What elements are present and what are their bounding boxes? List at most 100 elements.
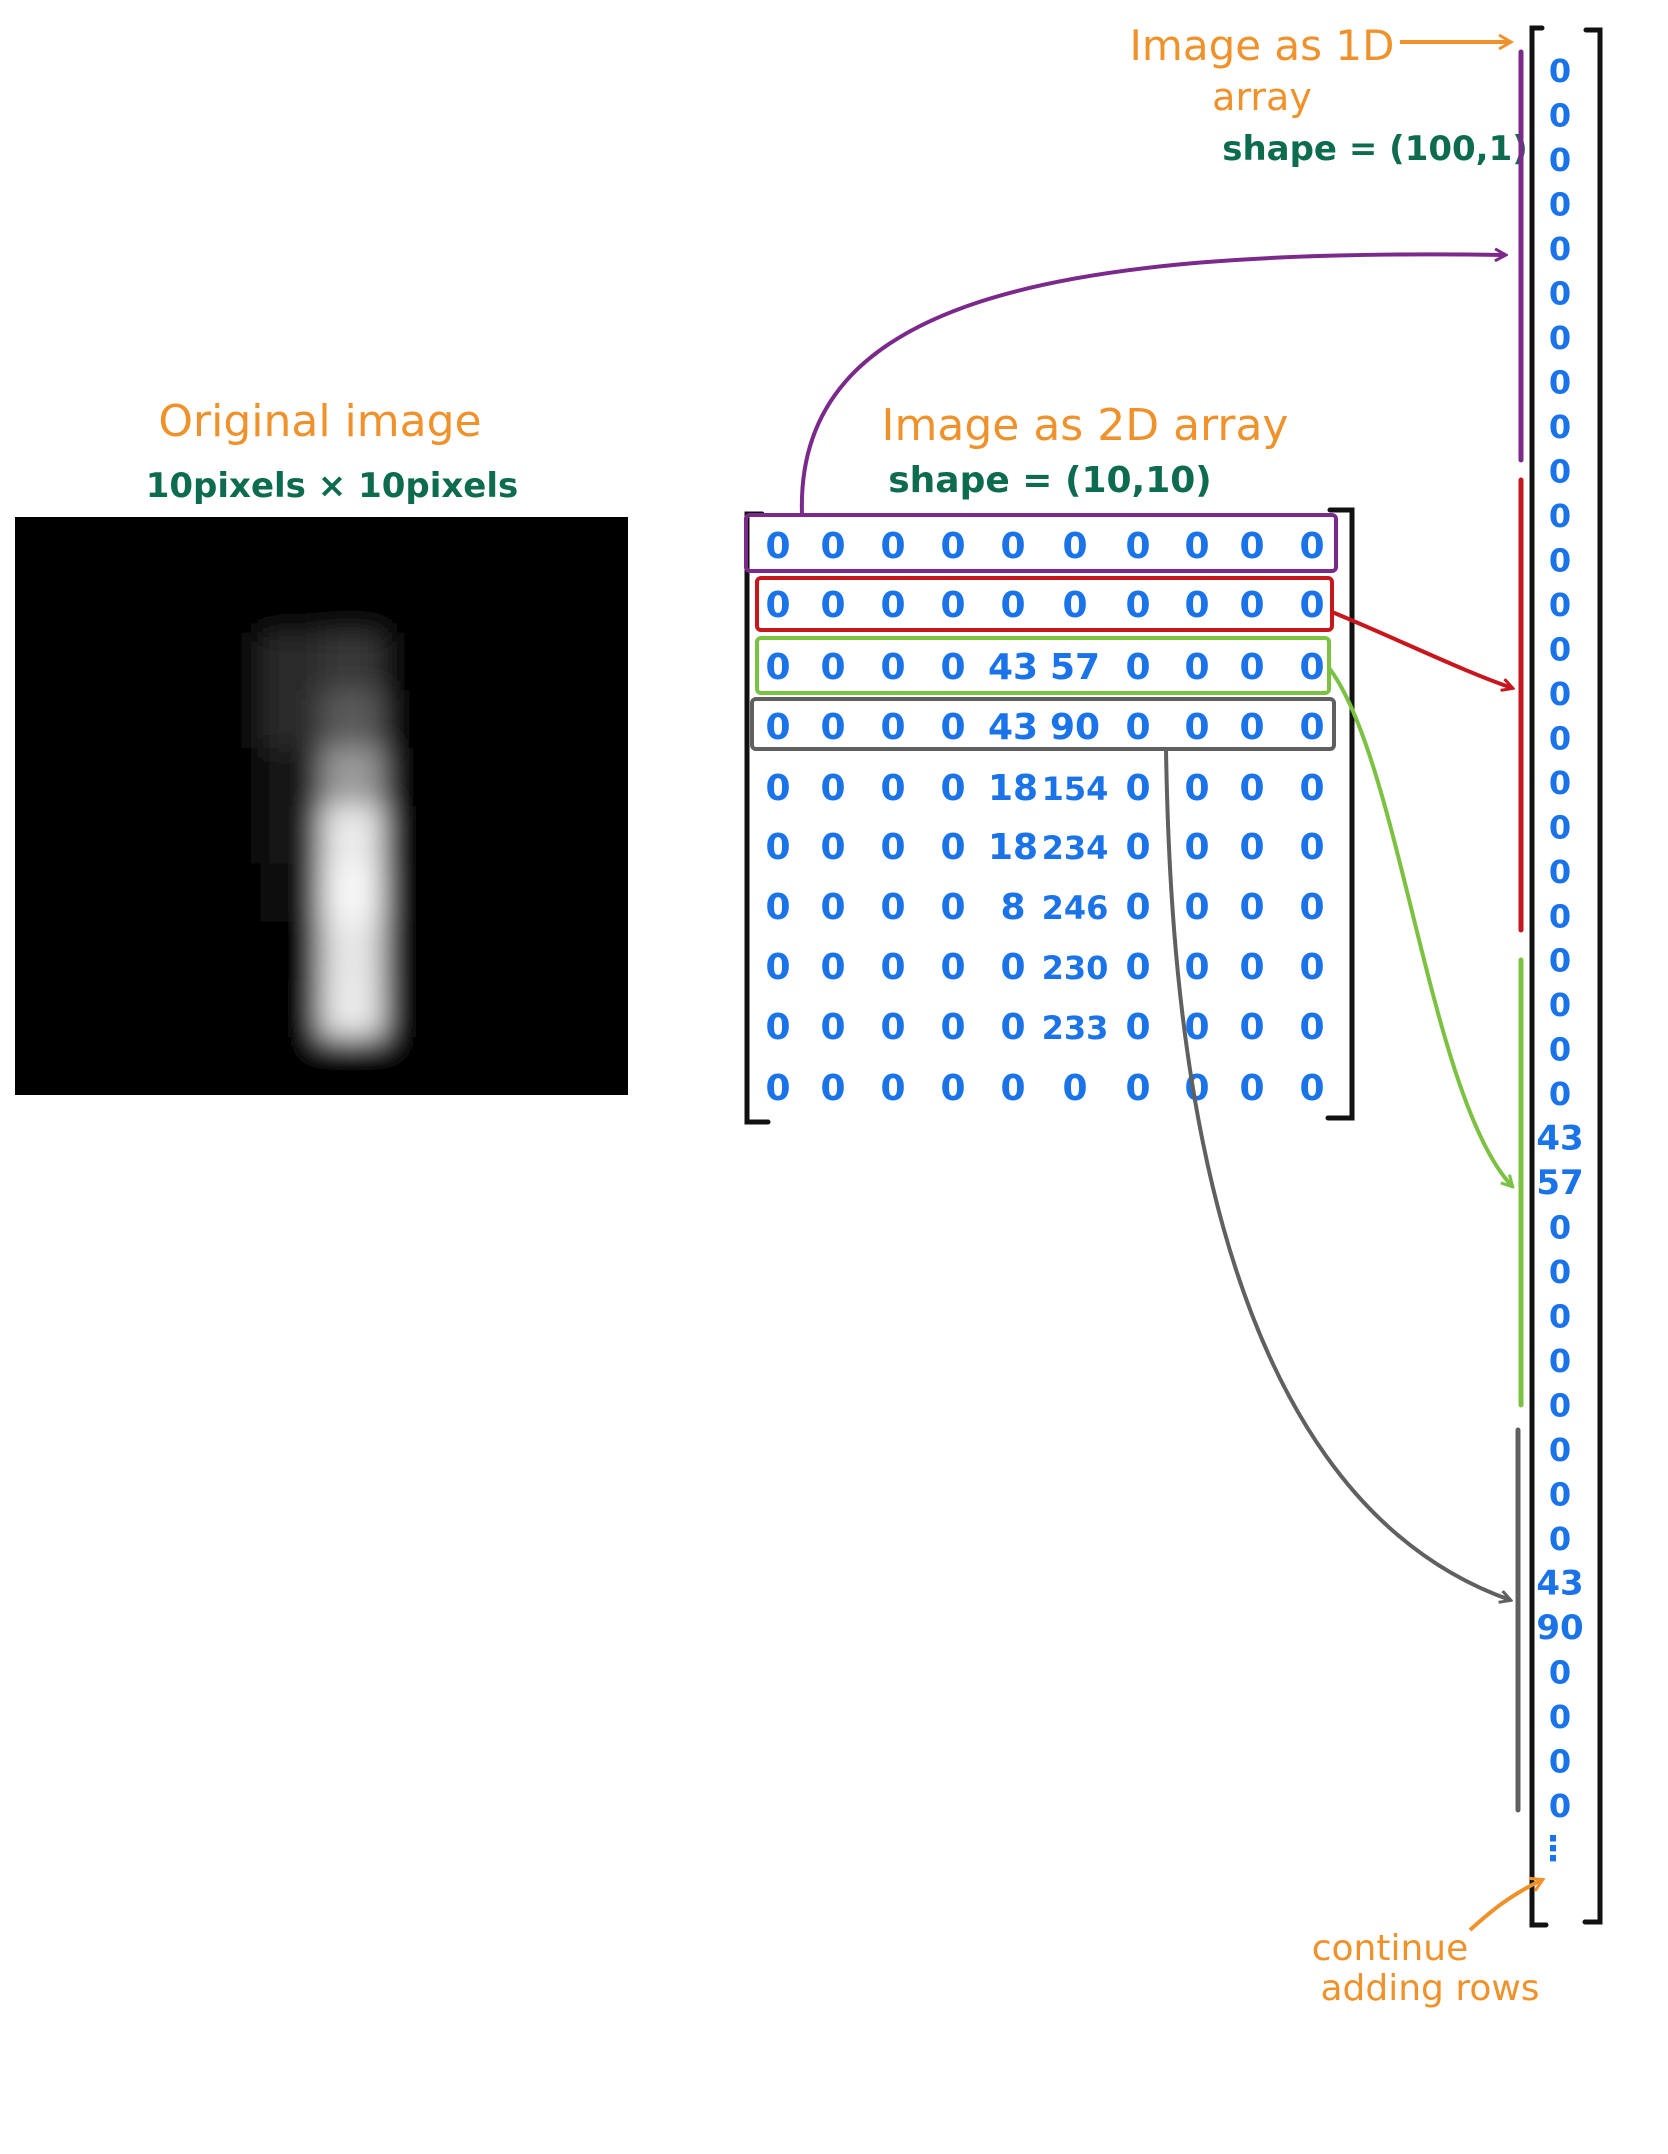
array1d-cell-34: 43 — [1536, 1564, 1583, 1604]
pixel-7-3 — [198, 921, 261, 980]
array2d-cell-5-4: 18 — [988, 827, 1038, 868]
array1d-cell-13: 0 — [1549, 630, 1571, 668]
array2d-cell-0-1: 0 — [820, 526, 845, 567]
array2d-cell-1-5: 0 — [1062, 585, 1087, 626]
array2d-cell-6-0: 0 — [765, 887, 790, 928]
continue-note-line2: adding rows — [1320, 1968, 1539, 2009]
array2d-cell-1-8: 0 — [1239, 585, 1264, 626]
array2d-cell-5-7: 0 — [1184, 827, 1209, 868]
array2d-cell-7-3: 0 — [940, 947, 965, 988]
array2d-cell-3-1: 0 — [820, 707, 845, 748]
array1d-cell-1: 0 — [1549, 97, 1571, 135]
array2d-cell-9-2: 0 — [880, 1068, 905, 1109]
array2d-cell-0-0: 0 — [765, 526, 790, 567]
pixel-5-3 — [198, 806, 261, 865]
array2d-cell-1-3: 0 — [940, 585, 965, 626]
array2d-cell-3-8: 0 — [1239, 707, 1264, 748]
pixel-6-5 — [321, 863, 384, 923]
array2d-bracket-right — [1325, 507, 1355, 1121]
array2d-cell-0-5: 0 — [1062, 526, 1087, 567]
pixel-6-1 — [76, 863, 139, 923]
pixel-1-4 — [260, 574, 322, 634]
pixel-0-1 — [76, 517, 139, 576]
original-image — [15, 517, 628, 1095]
pixel-3-2 — [137, 690, 200, 749]
array2d-cell-8-6: 0 — [1125, 1007, 1150, 1048]
array2d-cell-7-5: 230 — [1042, 949, 1109, 987]
array1d-cell-5: 0 — [1549, 274, 1571, 312]
array2d-cell-8-0: 0 — [765, 1007, 790, 1048]
pixel-4-6 — [382, 748, 445, 807]
pixel-7-0 — [15, 921, 77, 980]
array2d-cell-6-7: 0 — [1184, 887, 1209, 928]
pixel-4-8 — [505, 748, 568, 807]
array2d-cell-7-6: 0 — [1125, 947, 1150, 988]
pixel-9-4 — [260, 1037, 322, 1095]
pixel-9-6 — [382, 1037, 445, 1095]
array2d-shape: shape = (10,10) — [888, 460, 1212, 501]
row-highlights — [744, 513, 1338, 751]
pixel-8-9 — [566, 979, 628, 1038]
pixel-9-8 — [505, 1037, 568, 1095]
pixel-2-2 — [137, 632, 200, 691]
array2d-cell-3-5: 90 — [1050, 707, 1100, 748]
array1d-cell-22: 0 — [1549, 1031, 1571, 1069]
pixel-5-9 — [566, 806, 628, 865]
array1d-cell-0: 0 — [1549, 52, 1571, 90]
pixel-2-0 — [15, 632, 77, 691]
array2d-cell-8-9: 0 — [1299, 1007, 1324, 1048]
array1d-cell-37: 0 — [1549, 1698, 1571, 1736]
pixel-9-5 — [321, 1037, 384, 1095]
array2d-cell-3-9: 0 — [1299, 707, 1324, 748]
pixel-8-4 — [260, 979, 322, 1038]
array1d-cell-11: 0 — [1549, 541, 1571, 579]
array1d-cell-26: 0 — [1549, 1209, 1571, 1247]
pixel-0-7 — [444, 517, 506, 576]
array1d-cell-30: 0 — [1549, 1387, 1571, 1425]
pixel-0-3 — [198, 517, 261, 576]
array1d-shape: shape = (100,1) — [1222, 129, 1528, 169]
continue-note-line1: continue — [1312, 1928, 1469, 1969]
array1d-cell-23: 0 — [1549, 1075, 1571, 1113]
pixel-2-7 — [444, 632, 506, 691]
pixel-6-8 — [505, 863, 568, 923]
array2d-cell-4-6: 0 — [1125, 768, 1150, 809]
array2d-cell-2-8: 0 — [1239, 647, 1264, 688]
pixel-6-0 — [15, 863, 77, 923]
array1d-title-line2: array — [1212, 75, 1312, 119]
array2d-cell-9-0: 0 — [765, 1068, 790, 1109]
pixel-3-9 — [566, 690, 628, 749]
array1d-cell-38: 0 — [1549, 1743, 1571, 1781]
array1d-cell-9: 0 — [1549, 452, 1571, 490]
pixel-5-8 — [505, 806, 568, 865]
array1d-cell-31: 0 — [1549, 1431, 1571, 1469]
pixel-3-3 — [198, 690, 261, 749]
array1d-cell-7: 0 — [1549, 363, 1571, 401]
array2d-cell-5-8: 0 — [1239, 827, 1264, 868]
row-1-arrow — [1331, 610, 1512, 688]
pixel-3-8 — [505, 690, 568, 749]
array2d-cell-0-6: 0 — [1125, 526, 1150, 567]
array2d-cell-2-9: 0 — [1299, 647, 1324, 688]
array2d-cell-0-8: 0 — [1239, 526, 1264, 567]
array2d-cell-5-0: 0 — [765, 827, 790, 868]
pixel-4-1 — [76, 748, 139, 807]
array2d-cell-9-5: 0 — [1062, 1068, 1087, 1109]
pixel-9-1 — [76, 1037, 139, 1095]
array2d-cell-6-4: 8 — [1000, 887, 1025, 928]
array2d-cell-4-1: 0 — [820, 768, 845, 809]
array2d-cell-4-3: 0 — [940, 768, 965, 809]
pixel-6-2 — [137, 863, 200, 923]
pixel-3-7 — [444, 690, 506, 749]
pixel-1-5 — [321, 574, 384, 634]
array1d-ellipsis: ⋮ — [1536, 1829, 1570, 1869]
array2d-cell-1-7: 0 — [1184, 585, 1209, 626]
pixel-5-1 — [76, 806, 139, 865]
pixel-2-5 — [321, 632, 384, 691]
array2d-cell-0-2: 0 — [880, 526, 905, 567]
array1d-cell-29: 0 — [1549, 1342, 1571, 1380]
pixel-1-0 — [15, 574, 77, 634]
array1d-cell-2: 0 — [1549, 141, 1571, 179]
pixel-8-1 — [76, 979, 139, 1038]
